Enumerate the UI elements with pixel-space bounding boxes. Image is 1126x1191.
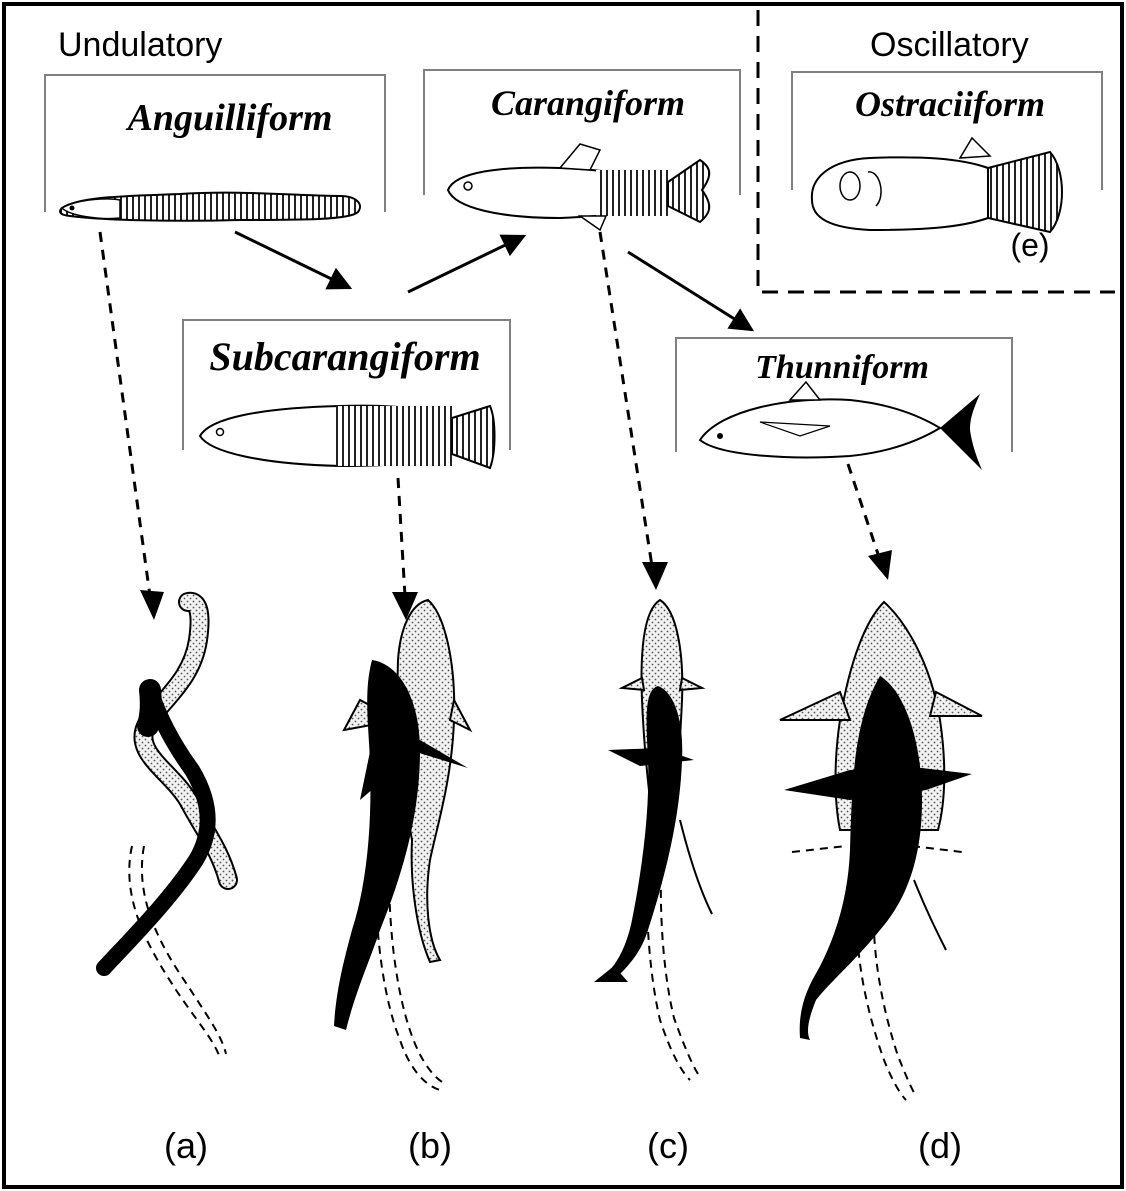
panel-label-e: (e): [1010, 227, 1049, 263]
dashed-arrow-b: [398, 478, 405, 596]
panel-label-b: (b): [408, 1125, 452, 1166]
thunniform-box: Thunniform: [676, 338, 1012, 470]
ostraciiform-title: Ostraciiform: [855, 84, 1045, 124]
panel-label-c: (c): [647, 1125, 689, 1166]
anguilliform-title: Anguilliform: [126, 97, 333, 139]
panel-label-d: (d): [918, 1125, 962, 1166]
carangiform-top-view: [594, 600, 712, 1080]
dashed-arrow-c: [600, 232, 652, 566]
arrow-carangiform-to-thunniform: [628, 252, 752, 330]
thunniform-top-view: [780, 602, 982, 1100]
boxfish-icon: [812, 138, 1062, 232]
undulatory-label: Undulatory: [58, 26, 222, 64]
evolution-arrows: [235, 232, 752, 330]
dashed-arrow-d: [848, 464, 880, 560]
anguilliform-top-view: [104, 602, 228, 1058]
dashed-arrow-a: [100, 232, 150, 596]
subcarangiform-title: Subcarangiform: [209, 334, 480, 379]
subcarangiform-box: Subcarangiform: [183, 320, 510, 468]
subcarangiform-fish-icon: [200, 406, 495, 468]
dashed-arrowheads: [140, 550, 892, 620]
ostraciiform-box: Ostraciiform (e): [792, 72, 1102, 263]
tuna-icon: [700, 382, 982, 470]
arrow-anguilliform-to-subcarangiform: [235, 232, 350, 288]
eel-side-view-icon: [60, 193, 360, 221]
panel-label-a: (a): [164, 1125, 208, 1166]
subcarangiform-top-view: [334, 600, 470, 1090]
carangiform-box: Carangiform: [424, 70, 740, 230]
arrow-subcarangiform-to-carangiform: [408, 236, 524, 292]
anguilliform-box: Anguilliform: [45, 75, 385, 221]
oscillatory-label: Oscillatory: [870, 26, 1029, 64]
carangiform-fish-icon: [448, 144, 709, 230]
thunniform-title: Thunniform: [755, 349, 929, 386]
carangiform-title: Carangiform: [491, 83, 685, 123]
